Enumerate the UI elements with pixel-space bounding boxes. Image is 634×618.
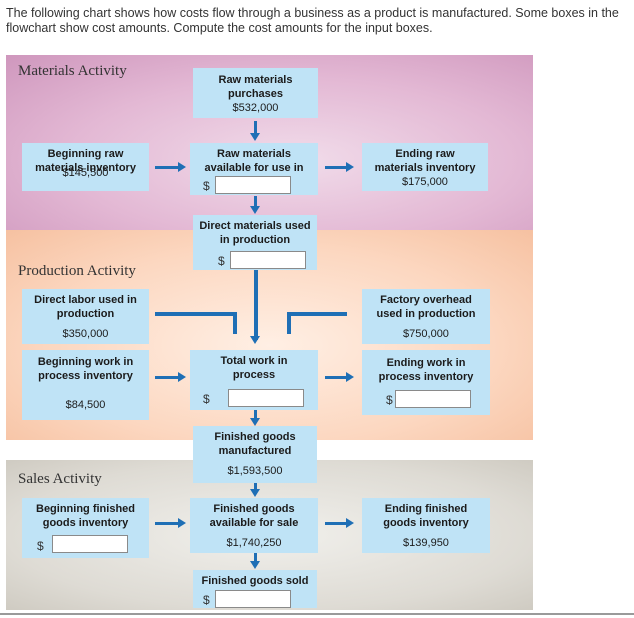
down-arrow-icon xyxy=(250,483,260,497)
finished-goods-available-box: Finished goods available for sale $1,740… xyxy=(190,498,318,553)
down-arrow-icon xyxy=(250,121,260,141)
box-label: Beginning raw materials inventory xyxy=(35,148,136,174)
box-label: Finished goods manufactured xyxy=(214,431,296,457)
box-label: Raw materials purchases xyxy=(218,74,293,100)
box-label: Finished goods available for sale xyxy=(209,503,299,529)
currency-sign: $ xyxy=(218,254,225,268)
beginning-wip-box: Beginning work in process inventory $84,… xyxy=(22,350,149,420)
direct-labor-box: Direct labor used in production $350,000 xyxy=(22,289,149,344)
right-arrow-icon xyxy=(155,372,186,382)
materials-activity-title: Materials Activity xyxy=(18,63,127,79)
box-amount: $84,500 xyxy=(65,399,106,411)
ending-finished-goods-box: Ending finished goods inventory $139,950 xyxy=(362,498,490,553)
connector-line xyxy=(254,270,258,340)
box-amount: $750,000 xyxy=(403,328,449,340)
box-label: Ending raw materials inventory xyxy=(374,148,476,174)
beginning-finished-goods-input[interactable] xyxy=(52,535,128,553)
down-arrow-icon xyxy=(250,410,260,426)
currency-sign: $ xyxy=(203,179,210,193)
currency-sign: $ xyxy=(203,392,210,406)
right-arrow-icon xyxy=(325,162,354,172)
finished-goods-sold-input[interactable] xyxy=(215,590,291,608)
right-arrow-icon xyxy=(155,162,186,172)
box-label: Ending work in process inventory xyxy=(378,357,474,383)
box-label: Total work in process xyxy=(220,355,288,381)
connector-line xyxy=(233,312,237,334)
connector-line xyxy=(287,312,291,334)
right-arrow-icon xyxy=(325,372,354,382)
box-label: Direct labor used in production xyxy=(34,294,137,320)
box-label: Beginning finished goods inventory xyxy=(36,503,135,529)
down-arrow-icon xyxy=(250,196,260,214)
finished-goods-manufactured-box: Finished goods manufactured $1,593,500 xyxy=(193,426,317,483)
factory-overhead-box: Factory overhead used in production $750… xyxy=(362,289,490,344)
divider xyxy=(0,613,634,615)
box-label: Direct materials used in production xyxy=(199,220,311,246)
currency-sign: $ xyxy=(386,393,393,407)
currency-sign: $ xyxy=(37,539,44,553)
raw-materials-purchases-box: Raw materials purchases $532,000 xyxy=(193,68,318,118)
box-amount: $139,950 xyxy=(403,537,449,549)
raw-materials-available-input[interactable] xyxy=(215,176,291,194)
box-label: Beginning work in process inventory xyxy=(37,356,134,382)
right-arrow-icon xyxy=(325,518,354,528)
sales-activity-title: Sales Activity xyxy=(18,471,102,487)
box-amount: $1,593,500 xyxy=(227,465,283,477)
ending-wip-input[interactable] xyxy=(395,390,471,408)
total-wip-input[interactable] xyxy=(228,389,304,407)
ending-raw-materials-box: Ending raw materials inventory $175,000 xyxy=(362,143,488,191)
box-amount: $145,500 xyxy=(62,167,109,179)
currency-sign: $ xyxy=(203,593,210,607)
production-activity-title: Production Activity xyxy=(18,263,136,279)
connector-line xyxy=(287,312,347,316)
box-amount: $532,000 xyxy=(232,102,279,114)
connector-line xyxy=(155,312,237,316)
right-arrow-icon xyxy=(155,518,186,528)
direct-materials-used-input[interactable] xyxy=(230,251,306,269)
box-label: Factory overhead used in production xyxy=(376,294,476,320)
box-amount: $1,740,250 xyxy=(226,537,282,549)
box-label: Ending finished goods inventory xyxy=(383,503,469,529)
beginning-raw-materials-box: Beginning raw materials inventory $145,5… xyxy=(22,143,149,191)
down-arrow-icon xyxy=(250,553,260,569)
box-label: Finished goods sold xyxy=(201,575,309,587)
down-arrow-icon xyxy=(250,328,260,344)
box-amount: $175,000 xyxy=(402,176,448,188)
box-amount: $350,000 xyxy=(62,328,109,340)
instructions-text: The following chart shows how costs flow… xyxy=(6,6,619,35)
